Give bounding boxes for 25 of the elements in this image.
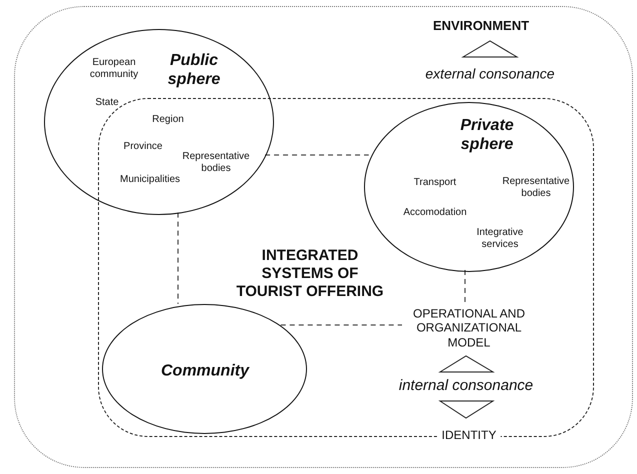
ellipse [44,29,274,215]
item-label: Accomodation [402,207,468,219]
consonance-label: internal consonance [398,377,534,395]
heading: ENVIRONMENT [432,18,530,34]
ellipse [364,102,574,272]
community-label: Community [160,361,250,381]
item-label: Region [151,114,185,126]
item-label: European community [88,57,140,81]
item-label: State [94,97,120,109]
ellipse [102,304,307,434]
item-label: Representative bodies [501,176,571,200]
item-label: Municipalities [118,174,182,186]
sphere-title: Public sphere [166,50,222,90]
item-label: Integrative services [476,227,524,251]
environment-frame [14,6,633,468]
item-label: Representative bodies [181,151,251,175]
item-label: Province [122,141,164,153]
item-label: Transport [412,177,458,189]
center-title: INTEGRATED SYSTEMS OF TOURIST OFFERING [235,247,385,301]
dashed-connector [464,269,466,304]
model-label: OPERATIONAL AND ORGANIZATIONAL MODEL [412,306,526,350]
consonance-label: external consonance [425,66,555,82]
sphere-title: Private sphere [459,116,515,154]
dashed-connector [280,324,402,326]
dashed-connector [264,154,370,156]
